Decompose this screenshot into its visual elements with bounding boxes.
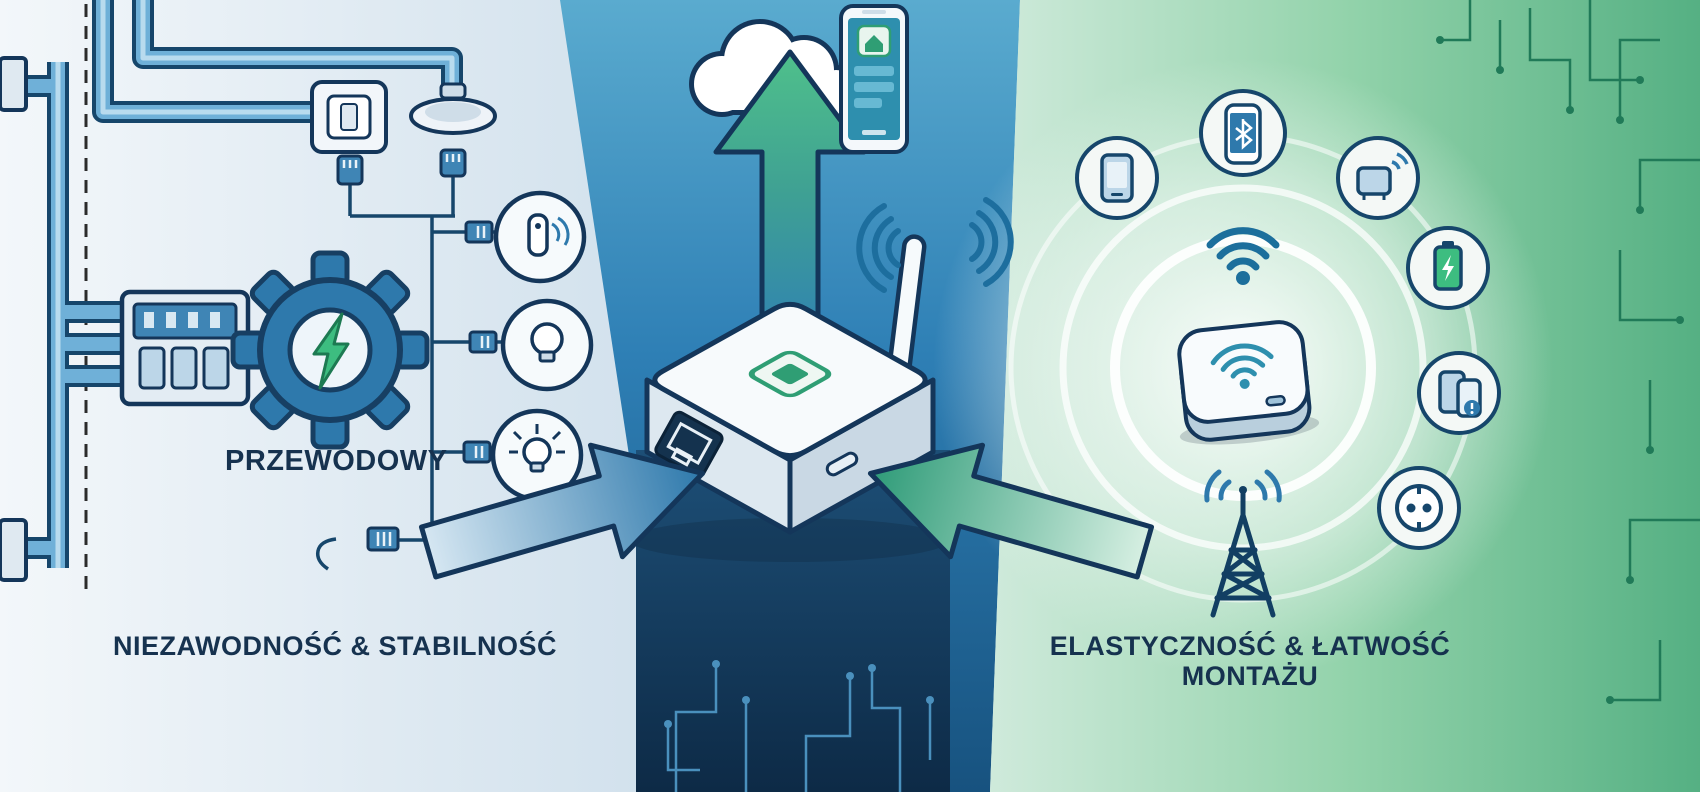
wifi-signal-icon xyxy=(1206,227,1280,285)
conduit-pipes xyxy=(0,0,463,582)
wired-caption: NIEZAWODNOŚĆ & STABILNOŚĆ xyxy=(113,631,557,661)
ethernet-port-icon xyxy=(654,410,724,478)
ethernet-plug-icon xyxy=(468,330,498,354)
lightning-bolt-icon xyxy=(312,312,350,390)
wireless-caption: ELASTYCZNOŚĆ & ŁATWOŚĆ MONTAŻU xyxy=(1049,631,1451,691)
smartphone-app-icon xyxy=(839,4,909,154)
wired-heading: PRZEWODOWY xyxy=(225,445,448,477)
bluetooth-icon xyxy=(1235,119,1253,150)
ethernet-plug-icon xyxy=(462,440,492,464)
bulb-circle-icon xyxy=(500,298,594,392)
branch-plugs xyxy=(366,220,498,552)
junction-box xyxy=(119,289,251,407)
wall-switch xyxy=(310,80,388,186)
hub-button xyxy=(825,451,859,477)
door-sensor-circle-icon xyxy=(493,190,587,284)
wifi-sensor-circle-icon xyxy=(1336,136,1420,220)
circuit-traces-band xyxy=(664,660,934,792)
gear-lightning-icon xyxy=(230,250,430,450)
bluetooth-phone-circle-icon xyxy=(1199,89,1287,177)
ethernet-plug-icon xyxy=(366,526,400,552)
wifi-waves-right-icon xyxy=(969,197,1014,287)
phone-circle-icon xyxy=(1075,136,1159,220)
ethernet-plug-icon xyxy=(464,220,494,244)
devices-circle-icon xyxy=(1417,351,1501,435)
hub-wifi-icon xyxy=(1210,343,1274,379)
home-icon xyxy=(865,35,883,52)
ethernet-plug-icon xyxy=(336,154,364,186)
hub-port xyxy=(1265,394,1286,407)
battery-circle-icon xyxy=(1406,226,1490,310)
wifi-waves-left-icon xyxy=(856,203,901,293)
green-arrow xyxy=(867,442,1155,580)
bulb-on-circle-icon xyxy=(490,408,584,502)
wireless-hub xyxy=(1177,320,1320,445)
ceiling-fixture xyxy=(409,82,497,178)
ethernet-plug-icon xyxy=(439,148,467,178)
blue-arrow xyxy=(418,442,706,580)
lightning-bolt-icon xyxy=(1442,255,1454,281)
socket-circle-icon xyxy=(1377,466,1461,550)
smart-hub xyxy=(630,234,950,562)
hub-logo-icon xyxy=(748,350,832,398)
circuit-traces-right xyxy=(1436,0,1700,704)
radio-tower-icon xyxy=(1204,469,1282,618)
